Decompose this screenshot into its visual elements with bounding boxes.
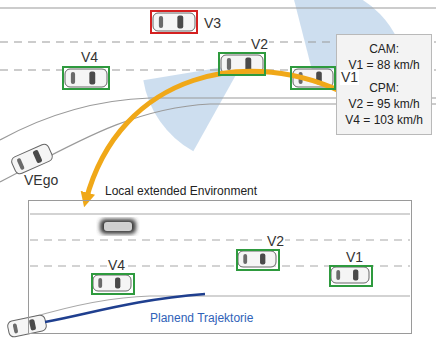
trajectory-label: Planend Trajektorie bbox=[150, 311, 253, 325]
car-body bbox=[7, 314, 47, 338]
vehicle-label: V2 bbox=[250, 37, 269, 52]
windshield bbox=[177, 16, 183, 29]
lane-edge bbox=[30, 213, 410, 214]
ego-vehicle-label: VEgo bbox=[24, 172, 58, 188]
windshield bbox=[353, 270, 358, 281]
ramp-edge bbox=[0, 104, 436, 182]
vehicle-label: V1 bbox=[345, 250, 364, 265]
vehicle-box: V1 bbox=[329, 265, 373, 287]
car-icon bbox=[238, 251, 276, 267]
vehicles bbox=[7, 13, 369, 338]
vehicle-label: V4 bbox=[80, 50, 99, 65]
message-line: V4 = 103 km/h bbox=[345, 112, 423, 128]
car-body bbox=[93, 275, 131, 291]
local-lanes bbox=[30, 214, 410, 318]
car-body bbox=[238, 251, 276, 267]
car-body bbox=[65, 69, 107, 87]
transfer-arrow bbox=[86, 71, 350, 200]
rear-window bbox=[336, 270, 340, 280]
car-body bbox=[153, 13, 195, 31]
car-icon bbox=[7, 314, 47, 338]
frame-heading: Local extended Environment bbox=[105, 184, 257, 198]
unknown-car-roof bbox=[104, 222, 132, 231]
vehicle-box: V2 bbox=[236, 249, 280, 271]
lane-divider bbox=[30, 239, 410, 240]
message-line: V2 = 95 km/h bbox=[345, 96, 423, 112]
rear-window bbox=[13, 323, 19, 334]
vehicle-box: V1 bbox=[290, 66, 336, 90]
sensor-field bbox=[143, 64, 242, 151]
highway-lanes bbox=[0, 8, 436, 182]
vehicle-label: V2 bbox=[266, 234, 285, 249]
windshield bbox=[260, 254, 265, 265]
unknown-car bbox=[100, 219, 136, 234]
rear-window bbox=[16, 158, 25, 171]
windshield bbox=[32, 149, 42, 163]
car-body bbox=[331, 267, 369, 283]
message-line: CAM: bbox=[345, 41, 423, 57]
car-icon bbox=[93, 275, 131, 291]
windshield bbox=[29, 319, 36, 331]
ramp-edge bbox=[30, 296, 150, 318]
rear-window bbox=[243, 254, 247, 264]
windshield bbox=[89, 72, 95, 85]
vehicle-label: V4 bbox=[107, 258, 126, 273]
lane-edge bbox=[0, 7, 436, 8]
vehicle-box: V4 bbox=[62, 66, 110, 90]
car-icon bbox=[331, 267, 369, 283]
vehicle-box: V4 bbox=[91, 273, 135, 295]
windshield bbox=[115, 278, 120, 289]
windshield bbox=[245, 58, 251, 71]
rear-window bbox=[227, 58, 231, 70]
vehicle-box: V3 bbox=[150, 10, 198, 34]
car-body bbox=[10, 143, 54, 176]
car-icon bbox=[153, 13, 195, 31]
rear-window bbox=[159, 16, 163, 28]
rear-window bbox=[98, 278, 102, 288]
vehicle-label: V3 bbox=[203, 16, 222, 31]
vehicle-box: V2 bbox=[218, 52, 266, 76]
car-icon bbox=[10, 143, 54, 176]
rear-window bbox=[71, 72, 75, 84]
car-icon bbox=[65, 69, 107, 87]
vehicle-label: V1 bbox=[340, 70, 359, 85]
